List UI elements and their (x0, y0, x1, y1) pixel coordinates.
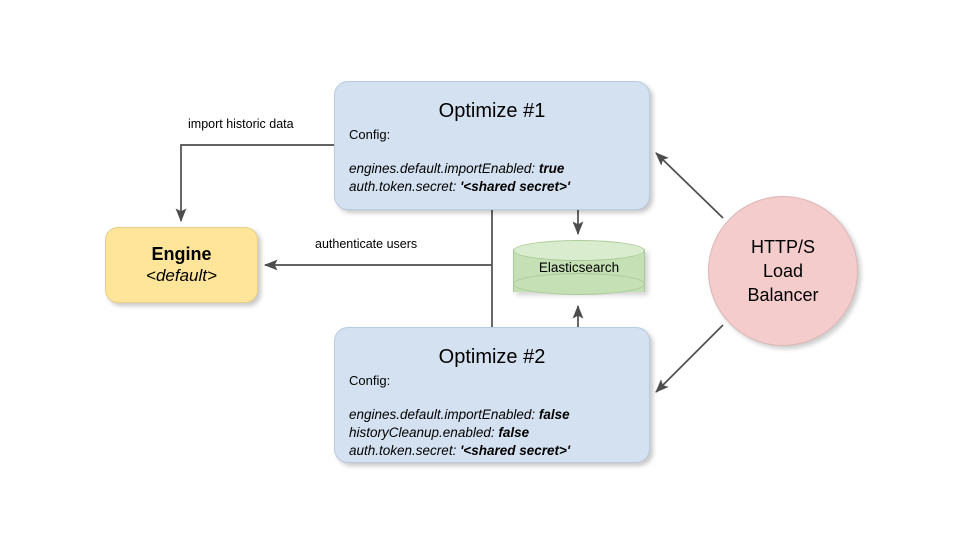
optimize-2-config-list: engines.default.importEnabled: false his… (335, 388, 649, 460)
config-line: engines.default.importEnabled: false (349, 406, 649, 424)
config-value: '<shared secret>' (460, 179, 571, 194)
optimize-2-title: Optimize #2 (438, 346, 546, 368)
node-engine[interactable]: Engine <default> (105, 227, 258, 303)
database-cylinder-bottom (513, 273, 645, 295)
elasticsearch-label: Elasticsearch (538, 260, 620, 275)
config-key: engines.default.importEnabled: (349, 161, 536, 176)
load-balancer-line-3: Balancer (747, 285, 819, 305)
config-key: auth.token.secret: (349, 443, 457, 458)
edge-import-historic-data (175, 144, 334, 223)
engine-name: Engine (151, 244, 212, 264)
config-line: auth.token.secret: '<shared secret>' (349, 178, 649, 196)
database-cylinder-top (513, 240, 645, 261)
config-key: historyCleanup.enabled: (349, 425, 495, 440)
load-balancer-line-2: Load (762, 261, 804, 281)
edge-load-balancer-to-optimize1 (655, 152, 724, 219)
config-value: false (498, 425, 530, 440)
edge-label-import-historic-data: import historic data (188, 117, 294, 131)
config-line: auth.token.secret: '<shared secret>' (349, 442, 649, 460)
config-key: engines.default.importEnabled: (349, 407, 536, 422)
config-line: historyCleanup.enabled: false (349, 424, 649, 442)
node-optimize-2[interactable]: Optimize #2 Config: engines.default.impo… (334, 327, 650, 463)
edge-label-authenticate-users: authenticate users (315, 237, 418, 251)
config-value: '<shared secret>' (460, 443, 571, 458)
optimize-1-config-list: engines.default.importEnabled: true auth… (335, 142, 649, 196)
optimize-2-config-label: Config: (349, 373, 391, 388)
config-key: auth.token.secret: (349, 179, 457, 194)
edge-load-balancer-to-optimize2 (655, 324, 724, 393)
load-balancer-line-1: HTTP/S (750, 237, 815, 257)
optimize-1-config-label: Config: (349, 127, 391, 142)
config-value: false (538, 407, 570, 422)
optimize-1-title: Optimize #1 (438, 100, 546, 122)
config-line: engines.default.importEnabled: true (349, 160, 649, 178)
node-elasticsearch[interactable]: Elasticsearch (513, 240, 645, 300)
node-optimize-1[interactable]: Optimize #1 Config: engines.default.impo… (334, 81, 650, 210)
config-value: true (538, 161, 565, 176)
node-load-balancer[interactable]: HTTP/S Load Balancer (708, 196, 858, 346)
engine-subtitle: <default> (146, 266, 217, 285)
